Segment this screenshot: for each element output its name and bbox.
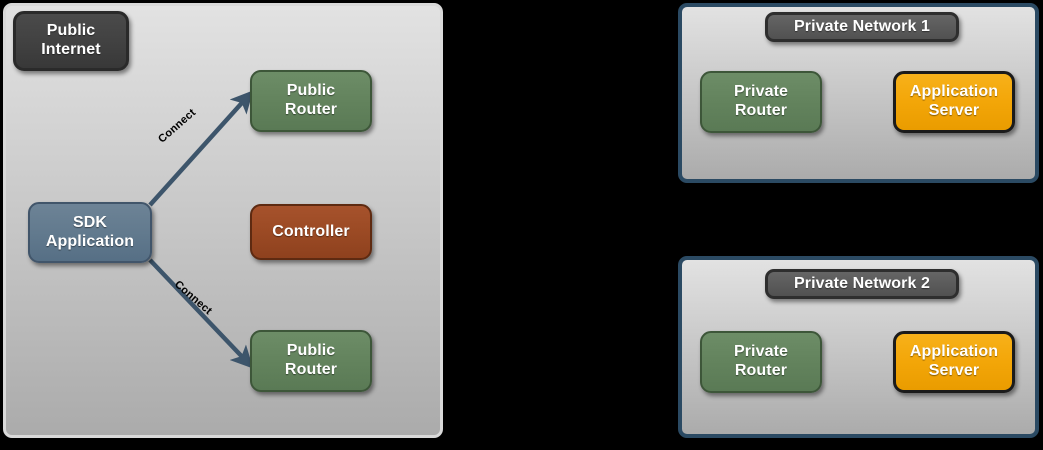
node-application-server-2[interactable]: Application Server [893,331,1015,393]
node-controller[interactable]: Controller [250,204,372,260]
private-network-1-title: Private Network 1 [765,12,959,42]
public-internet-tag: Public Internet [13,11,129,71]
node-private-router-1[interactable]: Private Router [700,71,822,133]
node-application-server-1[interactable]: Application Server [893,71,1015,133]
node-sdk-application[interactable]: SDK Application [28,202,152,263]
node-public-router-2[interactable]: Public Router [250,330,372,392]
private-network-2-title: Private Network 2 [765,269,959,299]
node-private-router-2[interactable]: Private Router [700,331,822,393]
node-public-router-1[interactable]: Public Router [250,70,372,132]
